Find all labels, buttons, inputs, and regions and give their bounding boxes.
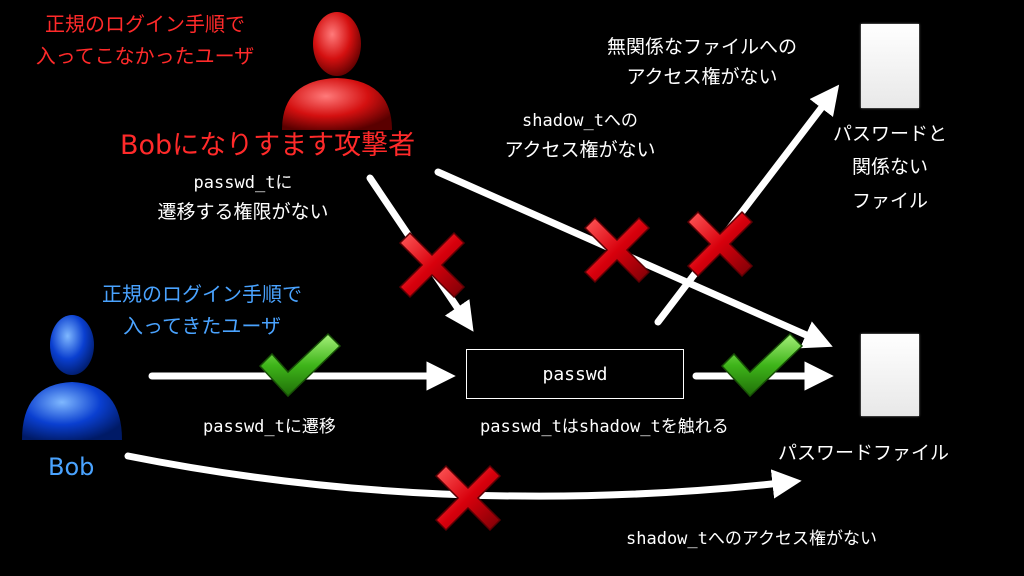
attacker-avatar-icon <box>282 12 392 130</box>
note-no-transition: passwd_tに 遷移する権限がない <box>157 173 329 224</box>
note-unrelated-no-access: 無関係なファイルへの アクセス権がない <box>606 36 797 89</box>
password-file-label: パスワードファイル <box>778 442 950 464</box>
unrelated-file-icon <box>861 24 919 108</box>
cross-icon <box>686 210 754 278</box>
note-passwd-can-touch: passwd_tはshadow_tを触れる <box>480 417 729 437</box>
note-bottom-no-access: shadow_tへのアクセス権がない <box>626 529 878 549</box>
passwd-box: passwd <box>466 349 684 399</box>
cross-icon <box>398 231 466 299</box>
password-file-icon <box>861 334 919 416</box>
cross-icon <box>434 464 502 532</box>
unrelated-file-label: パスワードと 関係ない ファイル <box>832 123 947 212</box>
attacker-caption: 正規のログイン手順で 入ってこなかったユーザ <box>35 12 255 68</box>
check-icon <box>720 332 804 398</box>
arrow-passwd-to-unrelated-file <box>654 84 840 326</box>
user-avatar-icon <box>22 315 122 440</box>
cross-icon <box>583 216 651 284</box>
note-shadow-no-access: shadow_tへの アクセス権がない <box>504 111 656 162</box>
user-caption: 正規のログイン手順で 入ってきたユーザ <box>102 282 302 338</box>
check-icon <box>258 332 342 398</box>
attacker-title: Bobになりすます攻撃者 <box>120 130 416 161</box>
user-name: Bob <box>48 453 95 481</box>
note-transition: passwd_tに遷移 <box>203 417 336 437</box>
